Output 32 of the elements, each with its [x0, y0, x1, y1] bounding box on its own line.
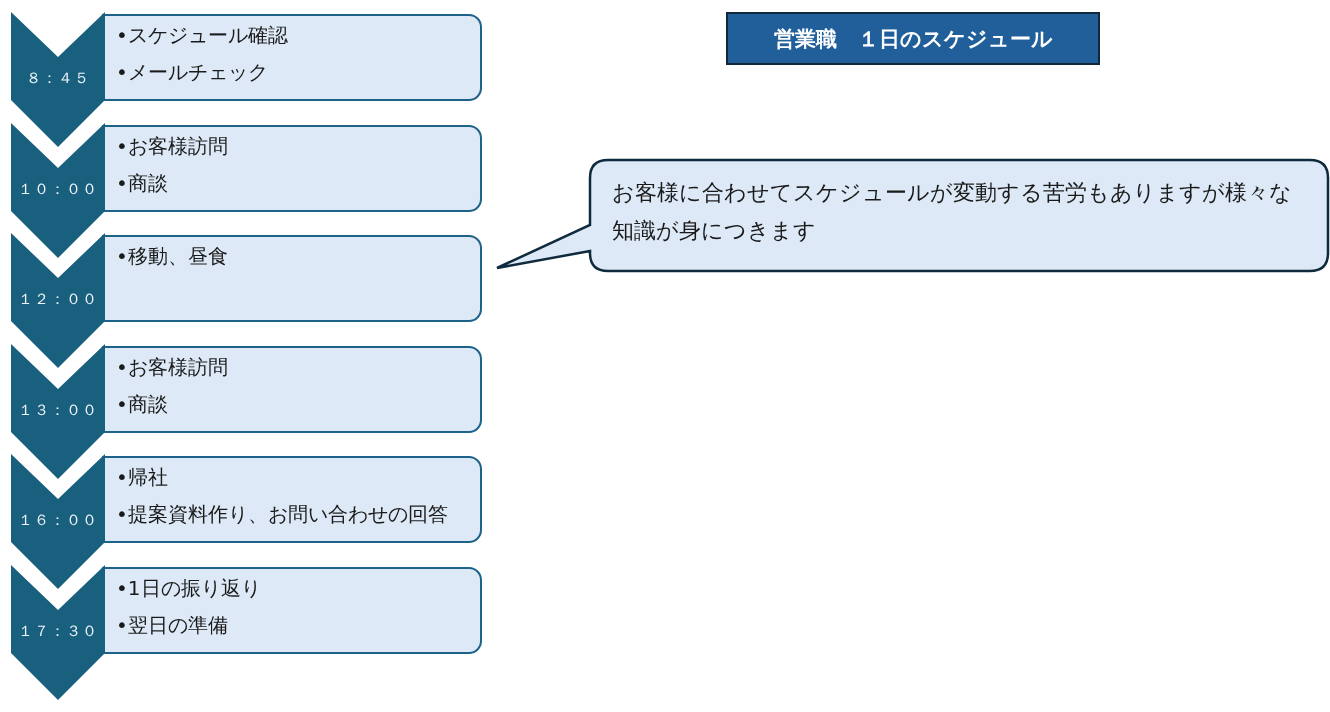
bullet-item: •メールチェック [116, 59, 268, 86]
bullet-item: •提案資料作り、お問い合わせの回答 [116, 501, 448, 528]
bullet-item: •1日の振り返り [116, 574, 261, 602]
timeline-step [11, 454, 105, 589]
time-label: ８：４５ [26, 68, 90, 88]
bullet-item: •商談 [116, 169, 168, 197]
time-label: １０：００ [18, 178, 98, 199]
bullet-item: •スケジュール確認 [116, 22, 288, 49]
bullet-item: •お客様訪問 [116, 132, 228, 160]
bullet-item: •移動、昼食 [116, 243, 228, 270]
activity-box [102, 456, 482, 543]
activity-box [102, 345, 482, 433]
time-label: １７：３０ [18, 620, 98, 641]
activity-box [102, 124, 482, 212]
timeline-step [11, 12, 105, 147]
speech-bubble [495, 158, 1330, 274]
time-label: １６：００ [18, 510, 98, 530]
time-label: １２：００ [18, 289, 98, 309]
time-label: １３：００ [18, 399, 98, 420]
timeline-step [11, 233, 105, 368]
title-text: 営業職 １日のスケジュール [773, 25, 1053, 53]
timeline-step [11, 564, 105, 700]
timeline-step [11, 343, 105, 479]
bullet-item: •翌日の準備 [116, 611, 228, 639]
activity-box [102, 14, 482, 101]
comment-text: お客様に合わせてスケジュールが変動する苦労もありますが様々な知識が身につきます [612, 179, 1293, 245]
activity-box [102, 235, 482, 322]
bullet-item: •商談 [116, 390, 168, 418]
bullet-item: •お客様訪問 [116, 353, 228, 381]
bullet-item: •帰社 [116, 464, 168, 491]
timeline-step [11, 122, 105, 258]
activity-box [102, 566, 482, 654]
